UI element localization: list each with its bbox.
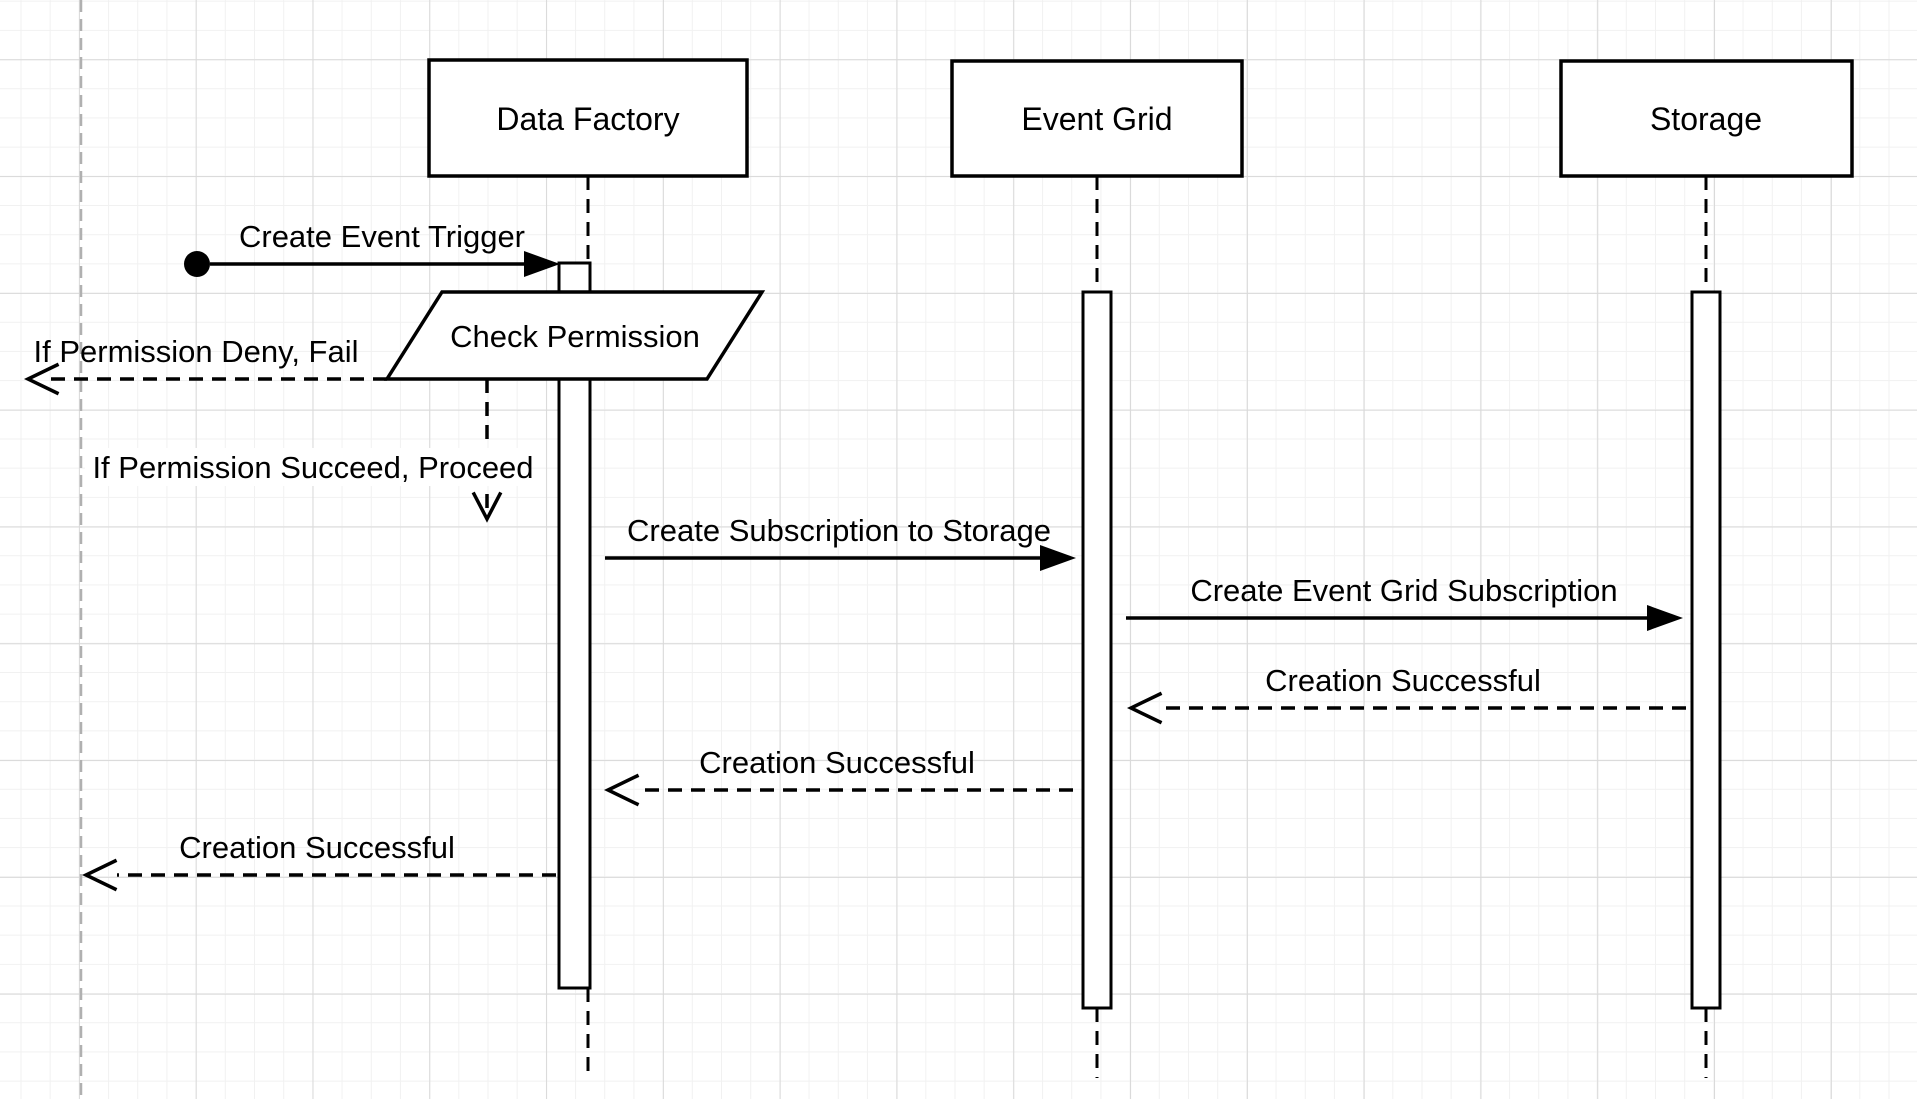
message-creation-successful-final[interactable]: Creation Successful: [81, 830, 556, 892]
message-succeed-proceed-label[interactable]: If Permission Succeed, Proceed: [92, 450, 533, 485]
open-arrowhead-icon: [81, 858, 118, 892]
start-dot-icon: [184, 251, 210, 277]
actor-event-grid-label[interactable]: Event Grid: [1021, 101, 1172, 137]
message-create-subscription-to-storage[interactable]: Create Subscription to Storage: [605, 513, 1076, 571]
message-creation-successful-final-label[interactable]: Creation Successful: [179, 830, 455, 865]
message-creation-successful-event-grid[interactable]: Creation Successful: [603, 745, 1073, 807]
process-check-permission[interactable]: Check Permission: [383, 290, 766, 381]
actor-storage[interactable]: Storage: [1559, 59, 1854, 178]
message-create-subscription-to-storage-label[interactable]: Create Subscription to Storage: [627, 513, 1051, 548]
message-create-event-grid-subscription[interactable]: Create Event Grid Subscription: [1126, 573, 1683, 631]
arrowhead-icon: [524, 251, 560, 277]
actor-storage-label[interactable]: Storage: [1650, 101, 1762, 137]
open-arrowhead-icon: [1126, 691, 1163, 725]
message-creation-successful-storage-label[interactable]: Creation Successful: [1265, 663, 1541, 698]
actor-event-grid[interactable]: Event Grid: [950, 59, 1244, 178]
open-arrowhead-icon: [603, 773, 640, 807]
message-create-event-trigger[interactable]: Create Event Trigger: [184, 219, 560, 277]
arrowhead-icon: [1647, 605, 1683, 631]
actor-data-factory-label[interactable]: Data Factory: [496, 101, 679, 137]
message-create-event-trigger-label[interactable]: Create Event Trigger: [239, 219, 525, 254]
arrowhead-icon: [1040, 545, 1076, 571]
message-succeed-proceed[interactable]: If Permission Succeed, Proceed: [85, 379, 534, 523]
open-arrowhead-icon: [23, 362, 60, 396]
process-check-permission-label[interactable]: Check Permission: [450, 319, 700, 354]
message-creation-successful-event-grid-label[interactable]: Creation Successful: [699, 745, 975, 780]
message-create-event-grid-subscription-label[interactable]: Create Event Grid Subscription: [1190, 573, 1617, 608]
message-deny-fail-label[interactable]: If Permission Deny, Fail: [33, 334, 358, 369]
activation-bar-storage[interactable]: [1690, 290, 1722, 1010]
message-creation-successful-storage[interactable]: Creation Successful: [1126, 663, 1686, 725]
activation-bar-data-factory[interactable]: [557, 261, 592, 990]
message-deny-fail[interactable]: If Permission Deny, Fail: [23, 334, 387, 396]
label-background: [85, 448, 530, 486]
open-arrowhead-down-icon: [471, 491, 503, 523]
activation-bar-event-grid[interactable]: [1081, 290, 1113, 1010]
actor-data-factory[interactable]: Data Factory: [427, 58, 749, 178]
